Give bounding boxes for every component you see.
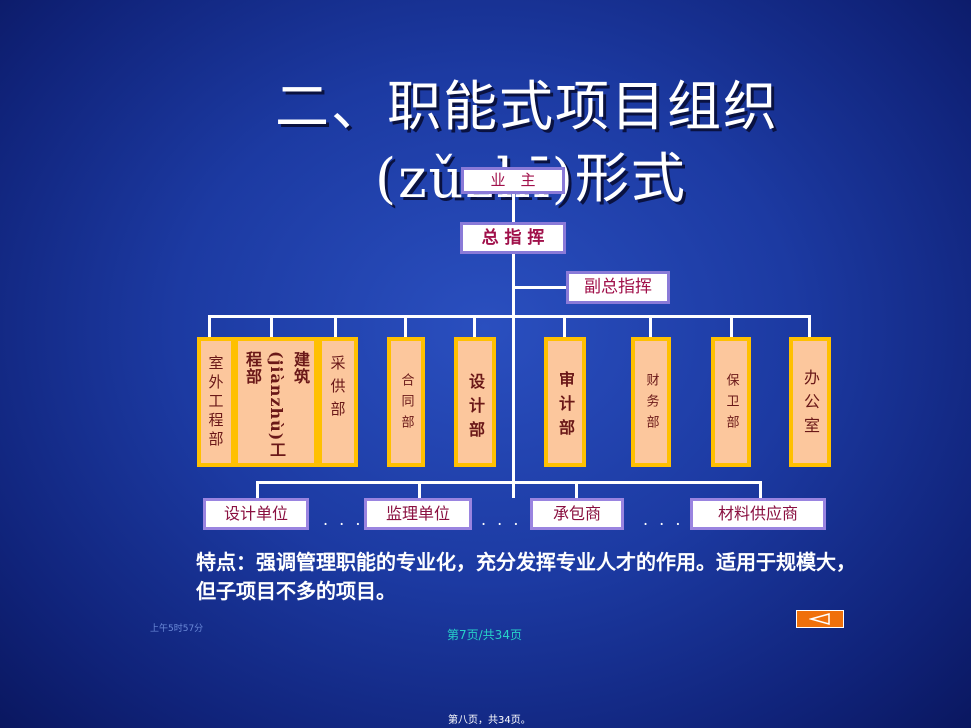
- footer-text: 第八页，共34页。: [448, 715, 531, 726]
- dept-label: 财务部: [643, 373, 659, 436]
- dept-drop: [404, 315, 407, 339]
- commander-box: 总 指 挥: [460, 222, 566, 254]
- dept-drop: [208, 315, 211, 339]
- unit-design: 设计单位: [203, 498, 309, 530]
- unit-drop: [418, 481, 421, 499]
- owner-box: 业 主: [461, 167, 565, 194]
- dept-drop: [473, 315, 476, 339]
- dept-label: 合同部: [398, 373, 414, 436]
- dept-finance: 财务部: [631, 337, 671, 467]
- dept-drop: [808, 315, 811, 339]
- dept-contracts: 合同部: [387, 337, 425, 467]
- dept-security: 保卫部: [711, 337, 751, 467]
- dept-drop: [334, 315, 337, 339]
- dept-design: 设计部: [454, 337, 496, 467]
- dept-drop: [730, 315, 733, 339]
- timestamp: 上午5时57分: [150, 624, 204, 634]
- dept-label: 设计部: [466, 373, 485, 445]
- dept-label: 办公室: [801, 369, 820, 441]
- arrow-left-icon: [809, 613, 830, 625]
- dept-building-engineering: 建筑(jiànzhù)工程部: [234, 337, 318, 467]
- dept-drop: [563, 315, 566, 339]
- title-line-1: 二、职能式项目组织: [275, 75, 779, 138]
- dept-outdoor-engineering: 室外工程部: [197, 337, 235, 467]
- dept-label: 建筑(jiànzhù)工程部: [243, 351, 310, 459]
- unit-supervision: 监理单位: [364, 498, 472, 530]
- back-button[interactable]: [796, 610, 844, 628]
- dept-label: 室外工程部: [206, 355, 225, 450]
- dept-label: 采供部: [328, 355, 347, 424]
- deputy-connector: [512, 286, 568, 289]
- dept-audit: 审计部: [544, 337, 586, 467]
- dept-procurement: 采供部: [318, 337, 358, 467]
- ellipsis: . . .: [643, 510, 684, 529]
- unit-material-supplier: 材料供应商: [690, 498, 826, 530]
- dept-label: 保卫部: [723, 373, 739, 436]
- page-indicator: 第7页/共34页: [447, 628, 522, 642]
- deputy-commander-box: 副总指挥: [566, 271, 670, 304]
- units-horizontal-bus: [256, 481, 762, 484]
- dept-label: 审计部: [556, 371, 575, 443]
- main-vertical-line: [512, 192, 515, 498]
- unit-drop: [256, 481, 259, 499]
- dept-office: 办公室: [789, 337, 831, 467]
- unit-drop: [575, 481, 578, 499]
- dept-drop: [649, 315, 652, 339]
- dept-horizontal-bus: [208, 315, 811, 318]
- dept-drop: [270, 315, 273, 339]
- feature-text: 特点：强调管理职能的专业化，充分发挥专业人才的作用。适用于规模大，但子项目不多的…: [196, 550, 856, 603]
- unit-drop: [759, 481, 762, 499]
- ellipsis: . . .: [323, 510, 364, 529]
- ellipsis: . . .: [481, 510, 522, 529]
- unit-contractor: 承包商: [530, 498, 624, 530]
